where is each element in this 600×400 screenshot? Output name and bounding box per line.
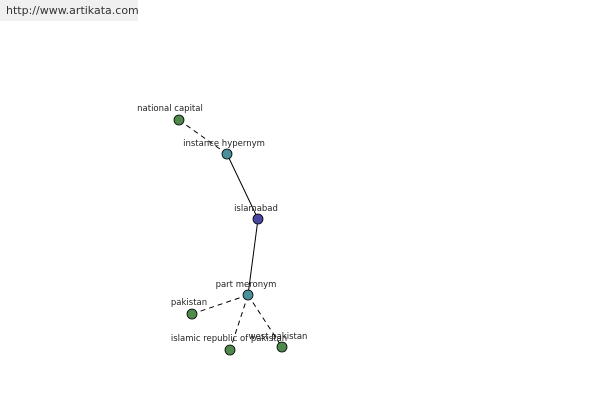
site-url-watermark: http://www.artikata.com	[0, 0, 139, 21]
edge-national-capital-instance-hypernym	[178, 119, 228, 155]
node-islamabad[interactable]	[252, 213, 264, 225]
edge-part-meronym-islamic-republic	[229, 294, 249, 351]
node-islamic-republic-of-pakistan[interactable]	[224, 344, 236, 356]
node-instance-hypernym[interactable]	[221, 148, 233, 160]
label-islamic-republic-of-pakistan: islamic republic of pakistan	[171, 334, 287, 344]
node-part-meronym[interactable]	[242, 289, 254, 301]
node-west-pakistan[interactable]	[276, 341, 288, 353]
label-west-pakistan: west pakistan	[249, 332, 308, 342]
label-part-meronym: part meronym	[216, 280, 277, 290]
edge-part-meronym-pakistan	[191, 294, 249, 315]
edge-instance-hypernym-islamabad	[226, 153, 259, 220]
label-islamabad: islamabad	[234, 204, 278, 214]
edge-islamabad-part-meronym	[247, 218, 259, 296]
edge-part-meronym-west-pakistan	[247, 294, 283, 348]
label-national-capital: national capital	[137, 104, 203, 114]
label-instance-hypernym: instance hypernym	[183, 139, 265, 149]
label-pakistan: pakistan	[171, 298, 207, 308]
node-pakistan[interactable]	[186, 308, 198, 320]
node-national-capital[interactable]	[173, 114, 185, 126]
